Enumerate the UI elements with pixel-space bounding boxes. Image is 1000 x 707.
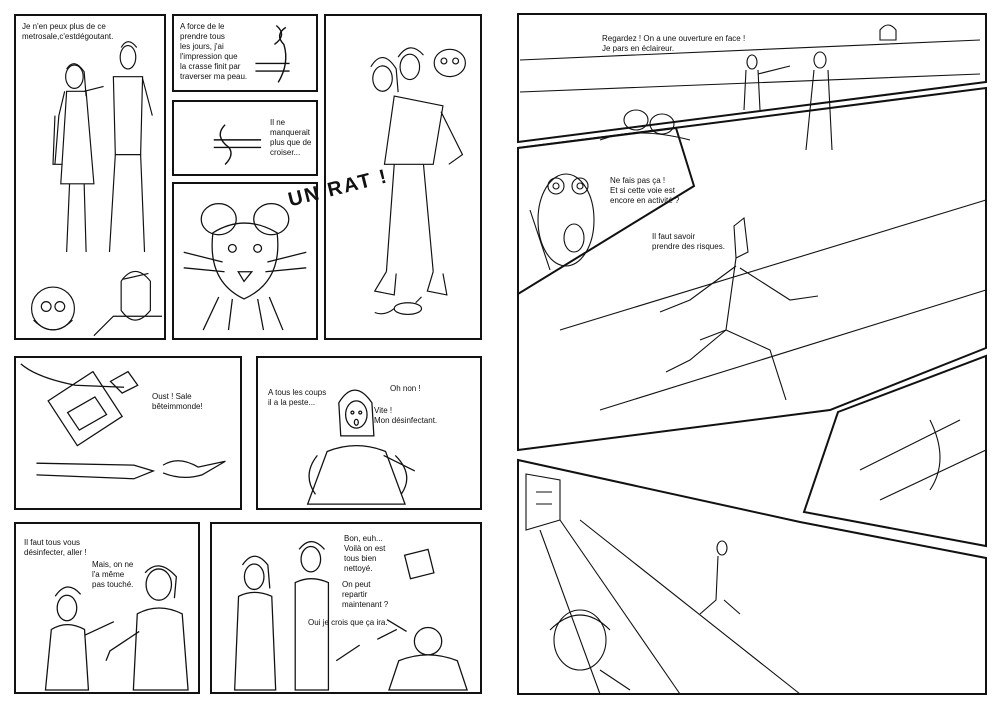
bubble-desinfecter: Il faut tous vous désinfecter, aller ! bbox=[24, 538, 87, 557]
bubble-oh-non: Oh non ! bbox=[390, 384, 421, 393]
panel-train bbox=[517, 458, 987, 695]
panel-shocked-face bbox=[517, 126, 696, 296]
caption-croiser: Il ne manquerait plus que de croiser... bbox=[270, 118, 312, 157]
bubble-ca-ira: Oui je crois que ça ira. bbox=[308, 618, 388, 627]
panel-spray: Oust ! Sale bêteimmonde! bbox=[14, 356, 242, 510]
group-cleaned-drawing bbox=[233, 540, 468, 691]
panel-group-cleaned: Bon, euh... Voilà on est tous bien netto… bbox=[210, 522, 482, 694]
caption-peste: A tous les coups il a la peste... bbox=[268, 388, 327, 407]
couple-drawing bbox=[30, 41, 163, 337]
caption-oust: Oust ! Sale bêteimmonde! bbox=[152, 392, 203, 411]
panel-croiser: Il ne manquerait plus que de croiser... bbox=[172, 100, 318, 176]
panel-scared-couple bbox=[324, 14, 482, 340]
panel-worried-woman: A tous les coups il a la peste... Oh non… bbox=[256, 356, 482, 510]
bubble-pas-touche: Mais, on ne l'a même pas touché. bbox=[92, 560, 134, 589]
bubble-repartir: On peut repartir maintenant ? bbox=[342, 580, 389, 609]
panel-disinfect: Il faut tous vous désinfecter, aller ! M… bbox=[14, 522, 200, 694]
panel-track-closeup bbox=[802, 354, 987, 548]
rat-face-drawing bbox=[183, 202, 307, 331]
caption-crasse: A force de le prendre tous les jours, j'… bbox=[180, 22, 248, 81]
scared-couple-drawing bbox=[370, 47, 466, 316]
bubble-nettoye: Bon, euh... Voilà on est tous bien netto… bbox=[344, 534, 386, 573]
panel-rat-face bbox=[172, 182, 318, 340]
bubble-ne-fais-pas: Ne fais pas ça ! Et si cette voie est en… bbox=[610, 176, 680, 205]
caption-metro: Je n'en peux plus de ce metrosale,c'estd… bbox=[22, 22, 114, 41]
spray-drawing bbox=[20, 363, 226, 480]
panel-couple: Je n'en peux plus de ce metrosale,c'estd… bbox=[14, 14, 166, 340]
bubble-vite: Vite ! Mon désinfectant. bbox=[374, 406, 438, 425]
disinfect-drawing bbox=[44, 565, 189, 691]
worried-woman-drawing bbox=[306, 389, 416, 505]
scuttle-lines bbox=[213, 124, 262, 166]
panel-crasse: A force de le prendre tous les jours, j'… bbox=[172, 14, 318, 92]
bubble-risques: Il faut savoir prendre des risques. bbox=[652, 232, 725, 251]
bubble-ouverture: Regardez ! On a une ouverture en face ! … bbox=[602, 34, 746, 53]
smell-lines bbox=[255, 24, 290, 83]
